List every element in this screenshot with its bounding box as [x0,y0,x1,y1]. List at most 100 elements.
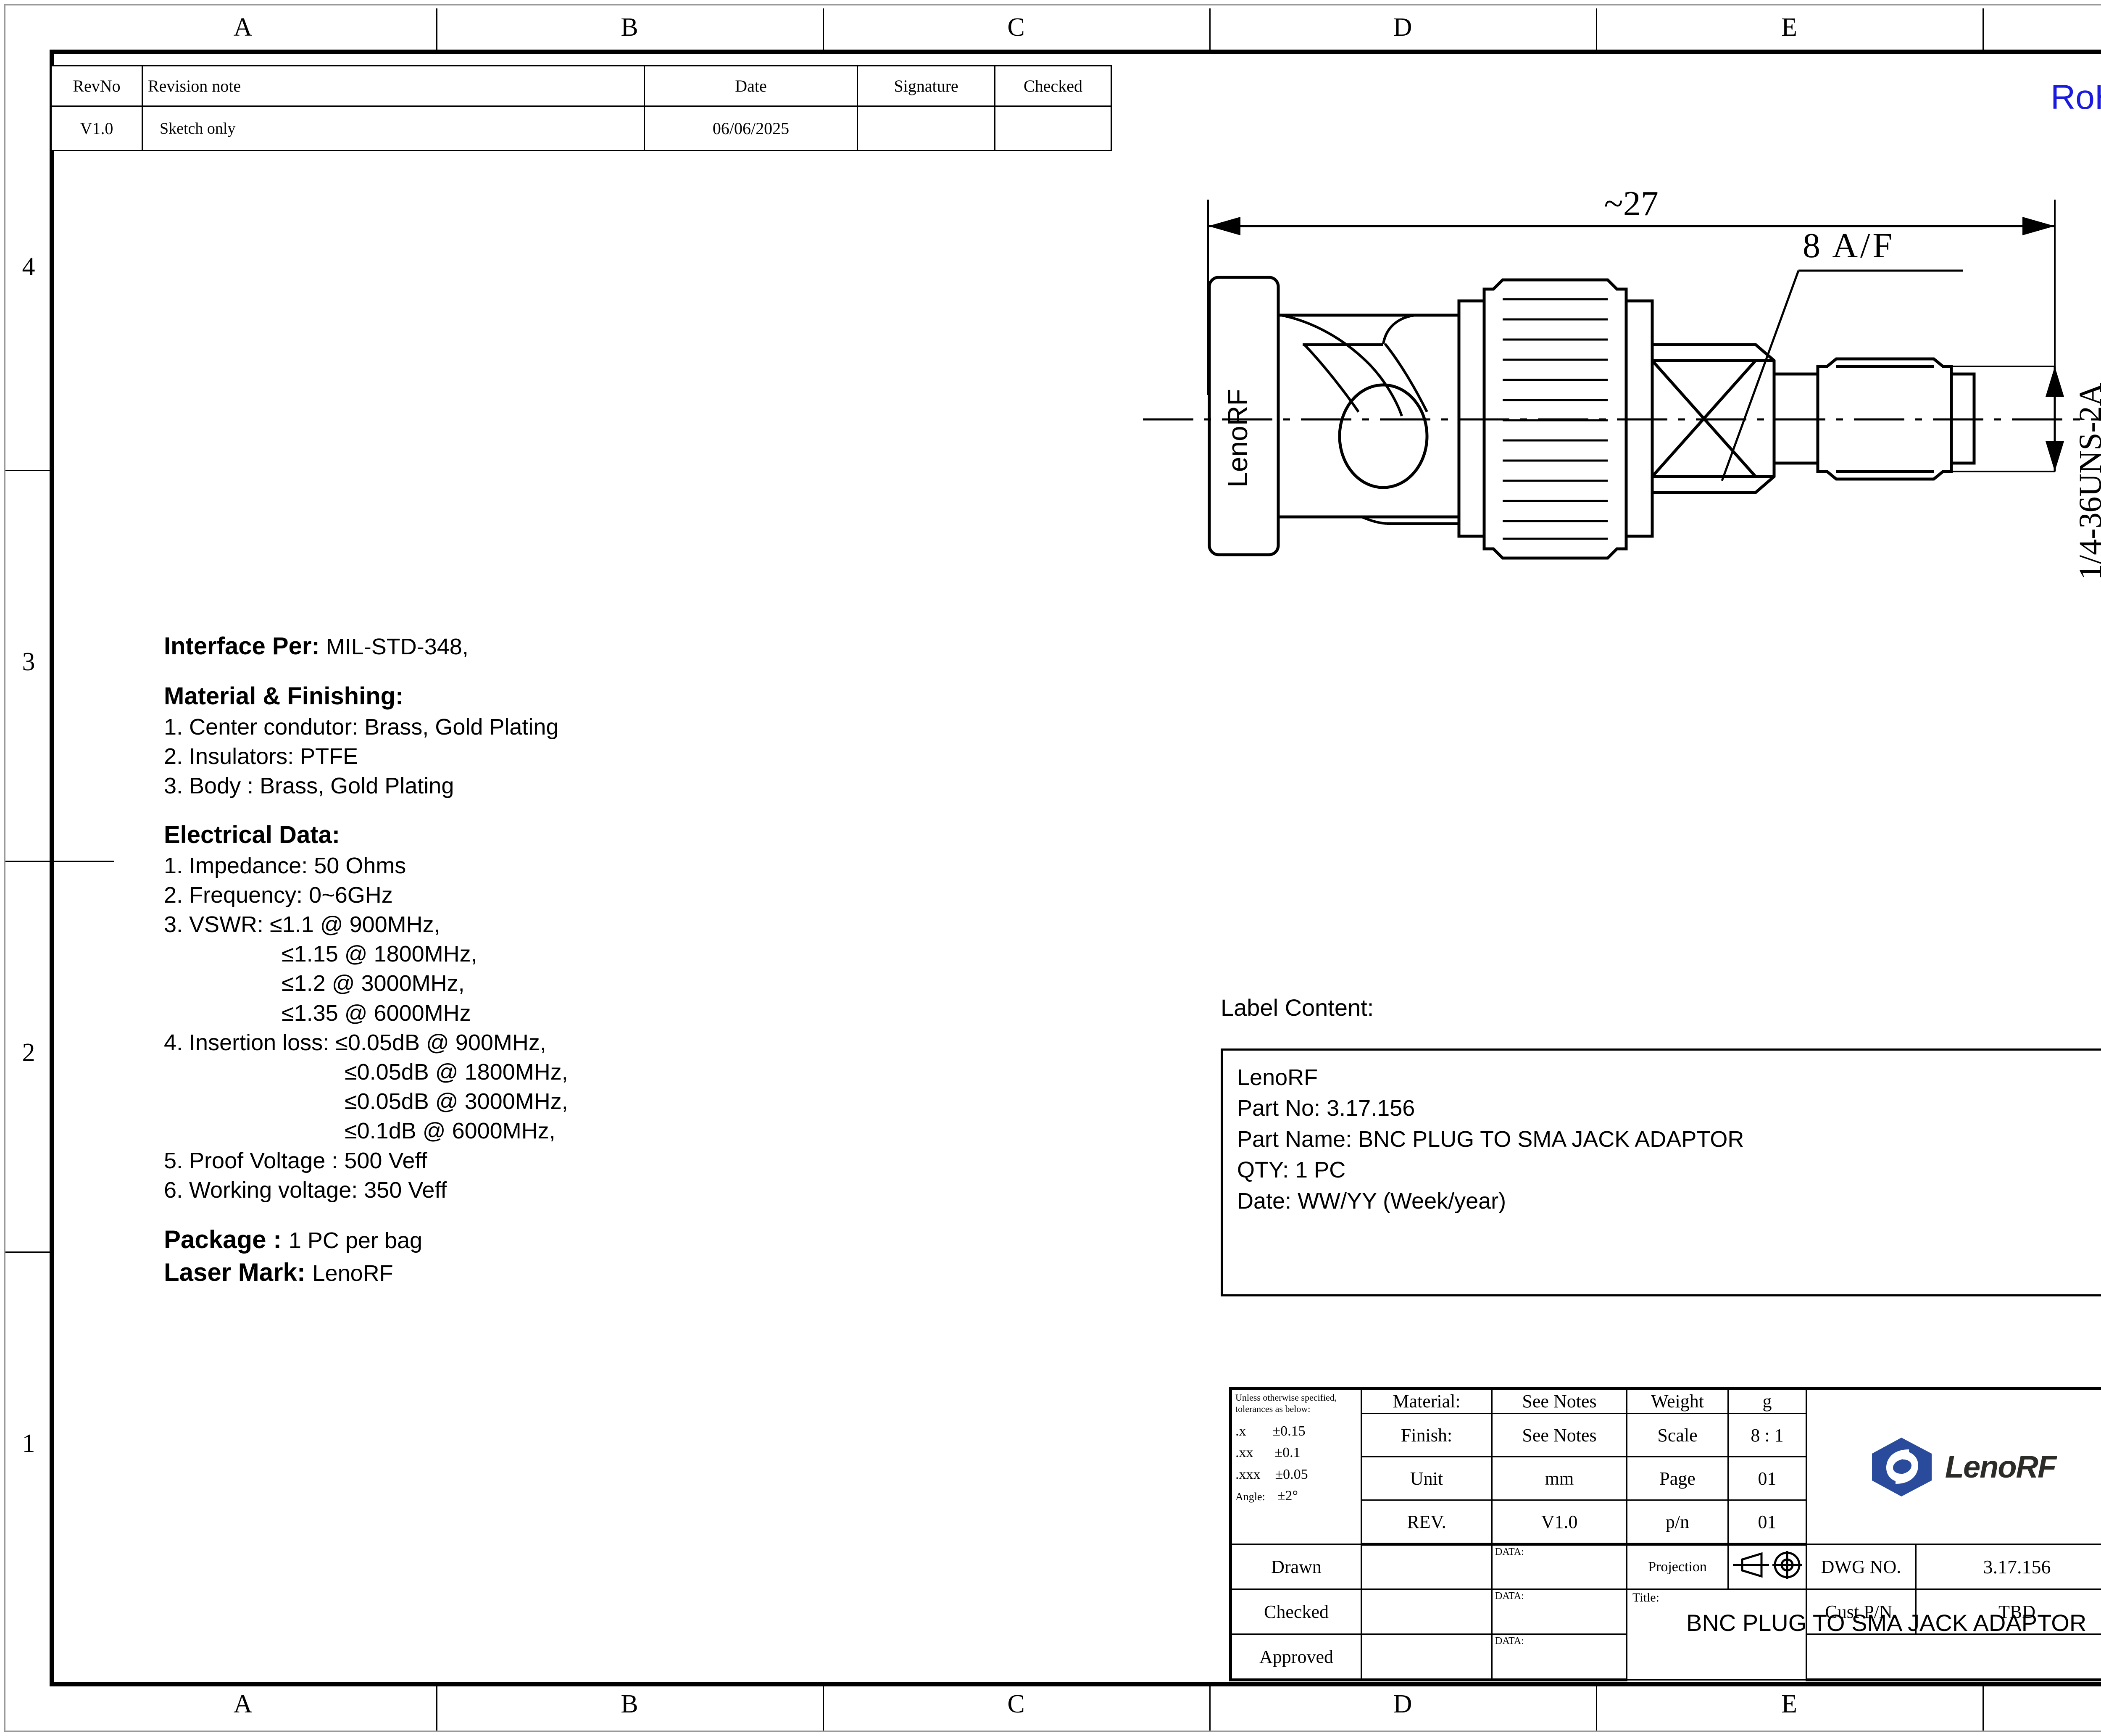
projection-label: Projection [1626,1544,1729,1590]
tolerance-angle-row: Angle: ±2° [1235,1487,1357,1504]
tolerance-xxx-label: .xxx [1235,1466,1261,1482]
scale-value: 8 : 1 [1727,1413,1807,1457]
revision-cell-note: Sketch only [142,105,645,151]
checked-data-label: DATA: [1495,1591,1524,1602]
zone-letter-bottom-c: C [1007,1690,1025,1718]
rev-label: REV. [1361,1499,1493,1546]
laser-mark-value: LenoRF [312,1260,393,1286]
revision-cell-revno: V1.0 [50,105,143,151]
finish-label: Finish: [1361,1413,1493,1457]
package-heading: Package : [164,1225,282,1254]
bnc-coupling-nut [1482,278,1628,560]
zone-divider-top-3 [1209,8,1211,50]
lenorf-logo-icon [1872,1438,1932,1496]
bnc-rear-flange [1208,276,1280,556]
electrical-item-1: 1. Impedance: 50 Ohms [164,853,406,878]
label-content-box: LenoRF Part No: 3.17.156 Part Name: BNC … [1221,1048,2101,1296]
tolerance-angle-value: ±2° [1277,1488,1298,1504]
tolerance-xxx-row: .xxx ±0.05 [1235,1466,1357,1483]
laser-mark-line: Laser Mark: LenoRF [164,1256,1004,1289]
title-block-row-unit: Unit mm Page 01 [1231,1456,2101,1501]
drawn-data-cell: DATA: [1491,1544,1627,1590]
approved-data-label: DATA: [1495,1636,1524,1646]
revision-cell-checked [994,105,1112,151]
zone-divider-top-1 [436,8,437,50]
revision-header-note: Revision note [142,65,645,107]
company-logo-text: LenoRF [1945,1449,2056,1484]
pn-label: p/n [1626,1499,1729,1546]
rev-value: V1.0 [1491,1499,1627,1546]
sheet-inner-border [50,50,2101,1686]
tolerance-note-cell: Unless otherwise specified, tolerances a… [1229,1387,1362,1545]
zone-number-left-2: 2 [22,1038,35,1067]
zone-number-left-4: 4 [22,253,35,281]
revision-header-signature: Signature [857,65,995,107]
rohs-compliant-note: RoHS Compliant. [2051,78,2101,116]
revision-header-date: Date [644,65,858,107]
company-logo-cell: LenoRF [1806,1387,2101,1545]
revision-cell-signature [857,105,995,151]
zone-divider-left-3 [5,1251,51,1253]
zone-letter-bottom-b: B [621,1690,638,1718]
checked-value [1361,1588,1493,1635]
specification-notes: Interface Per: MIL-STD-348, Material & F… [164,630,1004,1289]
label-line-company: LenoRF [1237,1065,1318,1090]
label-line-qty: QTY: 1 PC [1237,1157,1346,1183]
zone-divider-bottom-3 [1209,1686,1211,1731]
scale-label: Scale [1626,1413,1729,1457]
material-label: Material: [1361,1387,1493,1414]
cust-pn-label: Cust P/N. [1806,1588,1917,1635]
drawn-label: Drawn [1229,1544,1362,1590]
title-block-row-drawn: Drawn DATA: Projection [1229,1544,2101,1590]
zone-letter-top-b: B [621,13,638,42]
laser-mark-heading: Laser Mark: [164,1258,305,1286]
approved-data-cell: DATA: [1491,1633,1627,1681]
tolerance-x-value: ±0.15 [1272,1423,1306,1439]
dwg-no-label: DWG NO. [1806,1544,1917,1590]
title-cell: Title: BNC PLUG TO SMA JACK ADAPTOR [1626,1588,2086,1681]
finish-value: See Notes [1491,1413,1627,1457]
tolerance-xx-row: .xx ±0.1 [1235,1444,1357,1461]
zone-letter-top-a: A [233,13,253,42]
zone-letter-top-d: D [1393,13,1412,42]
page-value: 01 [1727,1456,1807,1501]
zone-number-left-1: 1 [22,1429,35,1458]
first-angle-projection-icon [1732,1551,1802,1579]
electrical-item-4-insertion: 4. Insertion loss: ≤0.05dB @ 900MHz, [164,1030,546,1055]
title-block-row-finish: Finish: See Notes Scale 8 : 1 [1231,1413,2101,1457]
revision-header-checked: Checked [994,65,1112,107]
zone-number-left-3: 3 [22,648,35,676]
zone-divider-top-4 [1596,8,1597,50]
approved-value [1361,1633,1493,1681]
package-value: 1 PC per bag [288,1228,423,1253]
zone-tick-left-mid [51,861,114,862]
revision-header-revno: RevNo [50,65,143,107]
material-item-3: 3. Body : Brass, Gold Plating [164,773,454,799]
knurl-lines [1503,298,1608,540]
title-block-row-approved: Approved DATA: [1229,1633,2101,1681]
tolerance-x-label: .x [1235,1423,1246,1439]
unit-label: Unit [1361,1456,1493,1501]
package-line: Package : 1 PC per bag [164,1223,1004,1256]
zone-letter-bottom-a: A [233,1690,253,1718]
vswr-cont-2: ≤1.2 @ 3000MHz, [282,971,465,996]
title-block-row-material: Unless otherwise specified, tolerances a… [1229,1387,2101,1545]
tolerance-xx-label: .xx [1235,1445,1253,1461]
title-block-row-rev: REV. V1.0 p/n 01 [1231,1499,2101,1546]
pn-value: 01 [1727,1499,1807,1546]
insertion-cont-2: ≤0.05dB @ 3000MHz, [345,1089,568,1114]
checked-data-cell: DATA: [1491,1588,1627,1635]
zone-divider-bottom-2 [823,1686,824,1731]
title-block-filler [1806,1633,2101,1681]
drawing-title-value: BNC PLUG TO SMA JACK ADAPTOR [1686,1610,2087,1636]
vswr-cont-1: ≤1.15 @ 1800MHz, [282,941,477,967]
weight-value: g [1727,1387,1807,1414]
tolerance-x-row: .x ±0.15 [1235,1423,1357,1440]
zone-divider-bottom-5 [1983,1686,1984,1731]
title-block: Unless otherwise specified, tolerances a… [1229,1387,2101,1681]
interface-line: Interface Per: MIL-STD-348, [164,630,1004,662]
hex-across-flats-text: 8 A/F [1803,226,1895,265]
vswr-cont-3: ≤1.35 @ 6000MHz [282,1000,471,1026]
electrical-item-6: 6. Working voltage: 350 Veff [164,1177,447,1203]
projection-symbol-cell [1727,1544,1807,1590]
